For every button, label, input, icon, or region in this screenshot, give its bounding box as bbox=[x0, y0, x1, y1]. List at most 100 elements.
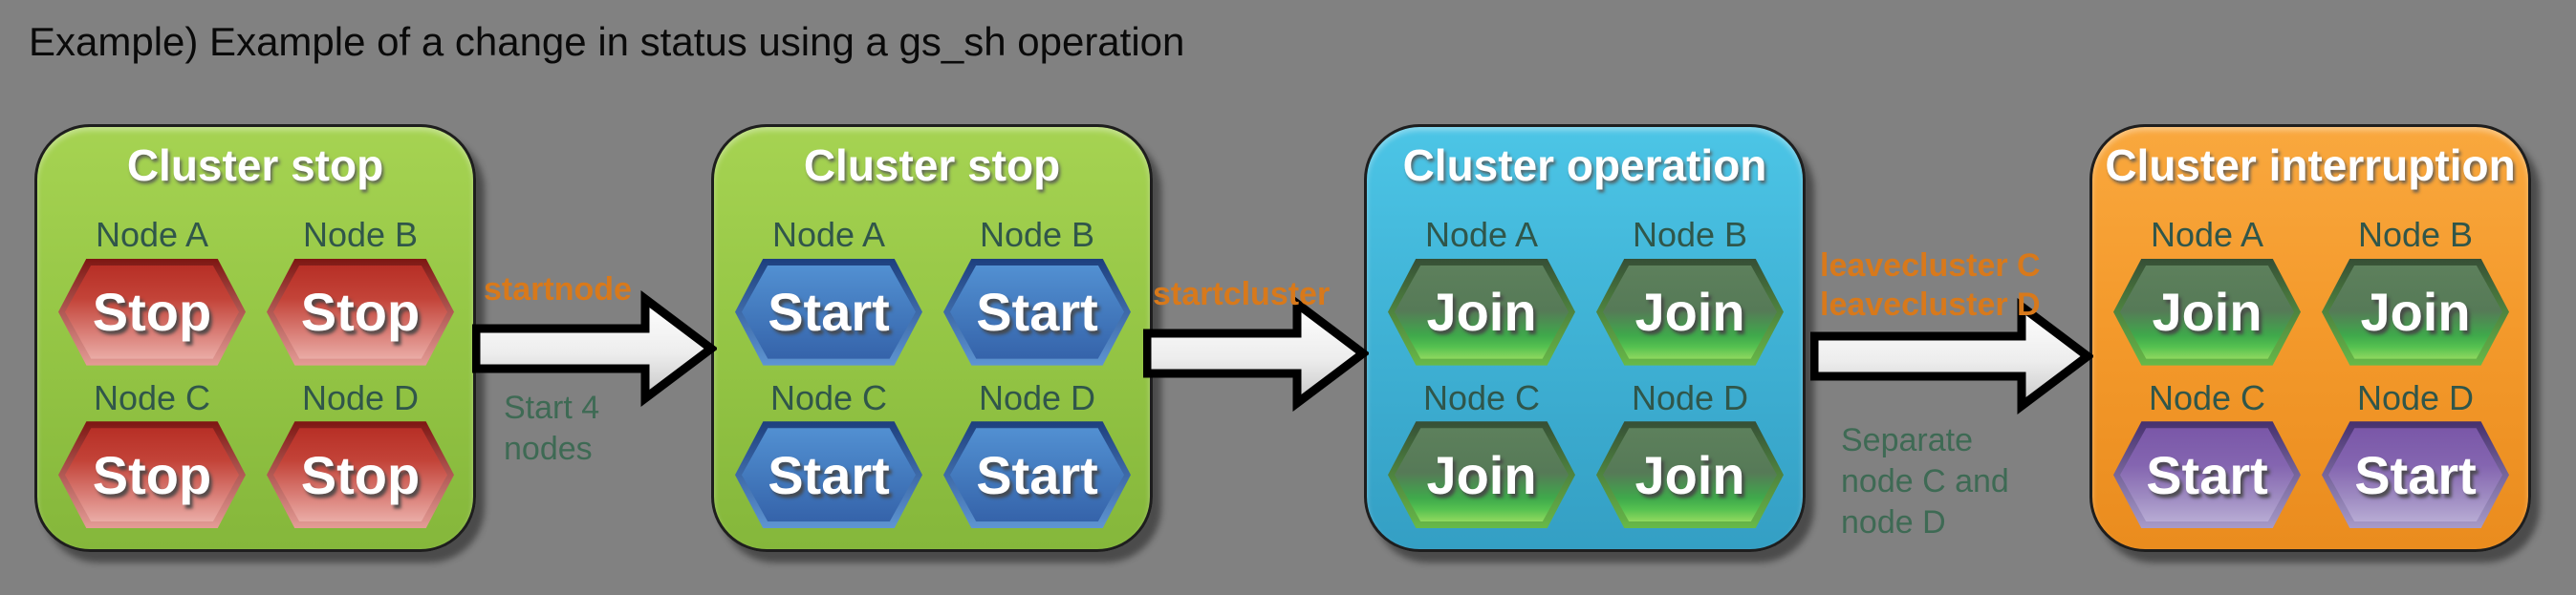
node-label: Node B bbox=[302, 215, 419, 254]
hexagon-face bbox=[2328, 265, 2502, 359]
flow-arrow-startcluster-icon bbox=[1143, 294, 1369, 413]
hexagon-face bbox=[742, 428, 916, 522]
flow-arrow-startnode-icon bbox=[472, 289, 717, 408]
node-status-hexagon: Join bbox=[1388, 421, 1575, 529]
node-label: Node B bbox=[2357, 215, 2474, 254]
panel-cluster-operation: Cluster operation Node A Join Node B Joi… bbox=[1364, 124, 1806, 552]
node-label: Node C bbox=[769, 377, 888, 417]
node-status-hexagon: Stop bbox=[58, 421, 246, 529]
node-status-label: Join bbox=[1634, 444, 1745, 505]
node-status-hexagon: Join bbox=[2113, 258, 2301, 366]
note-label-separate-nodes: Separate node C and node D bbox=[1841, 422, 2009, 541]
node-status-hexagon: Stop bbox=[267, 258, 454, 366]
node-status-label: Start bbox=[976, 282, 1098, 343]
node-label: Node A bbox=[1424, 215, 1539, 254]
node-status-hexagon: Start bbox=[2113, 421, 2301, 529]
node-status-hexagon: Start bbox=[943, 258, 1131, 366]
hexagon-face bbox=[2120, 428, 2294, 522]
hexagon-face bbox=[1395, 265, 1569, 359]
hexagon-face bbox=[950, 265, 1124, 359]
node-label: Node B bbox=[1632, 215, 1748, 254]
node-status-hexagon: Join bbox=[2322, 258, 2509, 366]
panel-cluster-interruption: Cluster interruption Node A Join Node B … bbox=[2089, 124, 2531, 552]
hexagon-face bbox=[2120, 265, 2294, 359]
hexagon-face bbox=[273, 265, 447, 359]
node-status-label: Stop bbox=[92, 444, 212, 505]
hexagon-face bbox=[1603, 428, 1777, 522]
node-status-hexagon: Join bbox=[1596, 258, 1784, 366]
panel-cluster-stop-2: Cluster stop Node A Start Node B Start N… bbox=[711, 124, 1153, 552]
node-grid: Node A Start Node B Start Node C Start bbox=[735, 216, 1131, 529]
panel-title: Cluster stop bbox=[803, 140, 1061, 190]
node-cell-b: Node B Join bbox=[1596, 216, 1784, 366]
node-status-label: Start bbox=[2354, 444, 2477, 505]
panel-cluster-stop-1: Cluster stop Node A Stop Node B Stop Nod… bbox=[34, 124, 476, 552]
node-label: Node D bbox=[978, 377, 1096, 417]
command-label-startcluster: startcluster bbox=[1153, 276, 1331, 312]
node-status-label: Join bbox=[1634, 282, 1745, 343]
node-status-label: Start bbox=[768, 282, 890, 343]
node-label: Node D bbox=[2356, 377, 2475, 417]
node-cell-a: Node A Stop bbox=[58, 216, 246, 366]
node-status-hexagon: Start bbox=[735, 258, 922, 366]
node-status-label: Start bbox=[2146, 444, 2268, 505]
node-cell-a: Node A Start bbox=[735, 216, 922, 366]
node-status-label: Stop bbox=[300, 444, 421, 505]
node-cell-a: Node A Join bbox=[1388, 216, 1575, 366]
node-label: Node C bbox=[93, 377, 211, 417]
command-label-startnode: startnode bbox=[484, 271, 632, 308]
node-cell-b: Node B Start bbox=[943, 216, 1131, 366]
node-cell-b: Node B Join bbox=[2322, 216, 2509, 366]
hexagon-face bbox=[742, 265, 916, 359]
node-status-hexagon: Start bbox=[735, 421, 922, 529]
node-cell-b: Node B Stop bbox=[267, 216, 454, 366]
node-label: Node D bbox=[301, 377, 420, 417]
node-status-label: Join bbox=[2360, 282, 2471, 343]
panel-title: Cluster stop bbox=[126, 140, 384, 190]
node-status-hexagon: Stop bbox=[267, 421, 454, 529]
node-cell-d: Node D Start bbox=[943, 377, 1131, 529]
hexagon-face bbox=[950, 428, 1124, 522]
flow-arrow-leavecluster-icon bbox=[1810, 297, 2093, 415]
hexagon-face bbox=[1395, 428, 1569, 522]
node-status-hexagon: Start bbox=[943, 421, 1131, 529]
node-cell-c: Node C Join bbox=[1388, 377, 1575, 529]
note-label-start-4-nodes: Start 4 nodes bbox=[504, 390, 600, 467]
node-label: Node D bbox=[1631, 377, 1749, 417]
hexagon-face bbox=[2328, 428, 2502, 522]
node-status-hexagon: Stop bbox=[58, 258, 246, 366]
hexagon-face bbox=[1603, 265, 1777, 359]
node-cell-d: Node D Join bbox=[1596, 377, 1784, 529]
node-label: Node A bbox=[771, 215, 886, 254]
node-label: Node A bbox=[95, 215, 209, 254]
panel-title: Cluster operation bbox=[1402, 140, 1767, 190]
node-status-label: Start bbox=[768, 444, 890, 505]
node-status-hexagon: Join bbox=[1388, 258, 1575, 366]
node-status-label: Stop bbox=[300, 282, 421, 343]
node-status-hexagon: Join bbox=[1596, 421, 1784, 529]
hexagon-face bbox=[65, 265, 239, 359]
node-label: Node C bbox=[2148, 377, 2266, 417]
node-cell-d: Node D Start bbox=[2322, 377, 2509, 529]
hexagon-face bbox=[273, 428, 447, 522]
node-status-label: Stop bbox=[92, 282, 212, 343]
node-grid: Node A Stop Node B Stop Node C Stop bbox=[58, 216, 454, 529]
node-cell-c: Node C Start bbox=[735, 377, 922, 529]
node-status-label: Join bbox=[2152, 282, 2262, 343]
diagram-title: Example) Example of a change in status u… bbox=[29, 19, 1185, 64]
node-label: Node C bbox=[1422, 377, 1541, 417]
node-grid: Node A Join Node B Join Node C Join bbox=[1388, 216, 1784, 529]
node-cell-c: Node C Start bbox=[2113, 377, 2301, 529]
panel-title: Cluster interruption bbox=[2105, 140, 2516, 190]
hexagon-face bbox=[65, 428, 239, 522]
command-label-leavecluster: leavecluster C leavecluster D bbox=[1820, 247, 2041, 324]
node-status-label: Join bbox=[1426, 444, 1537, 505]
node-status-hexagon: Start bbox=[2322, 421, 2509, 529]
node-status-label: Join bbox=[1426, 282, 1537, 343]
node-label: Node A bbox=[2150, 215, 2264, 254]
node-grid: Node A Join Node B Join Node C Start bbox=[2113, 215, 2509, 529]
node-cell-d: Node D Stop bbox=[267, 377, 454, 529]
node-cell-c: Node C Stop bbox=[58, 377, 246, 529]
node-label: Node B bbox=[979, 215, 1095, 254]
